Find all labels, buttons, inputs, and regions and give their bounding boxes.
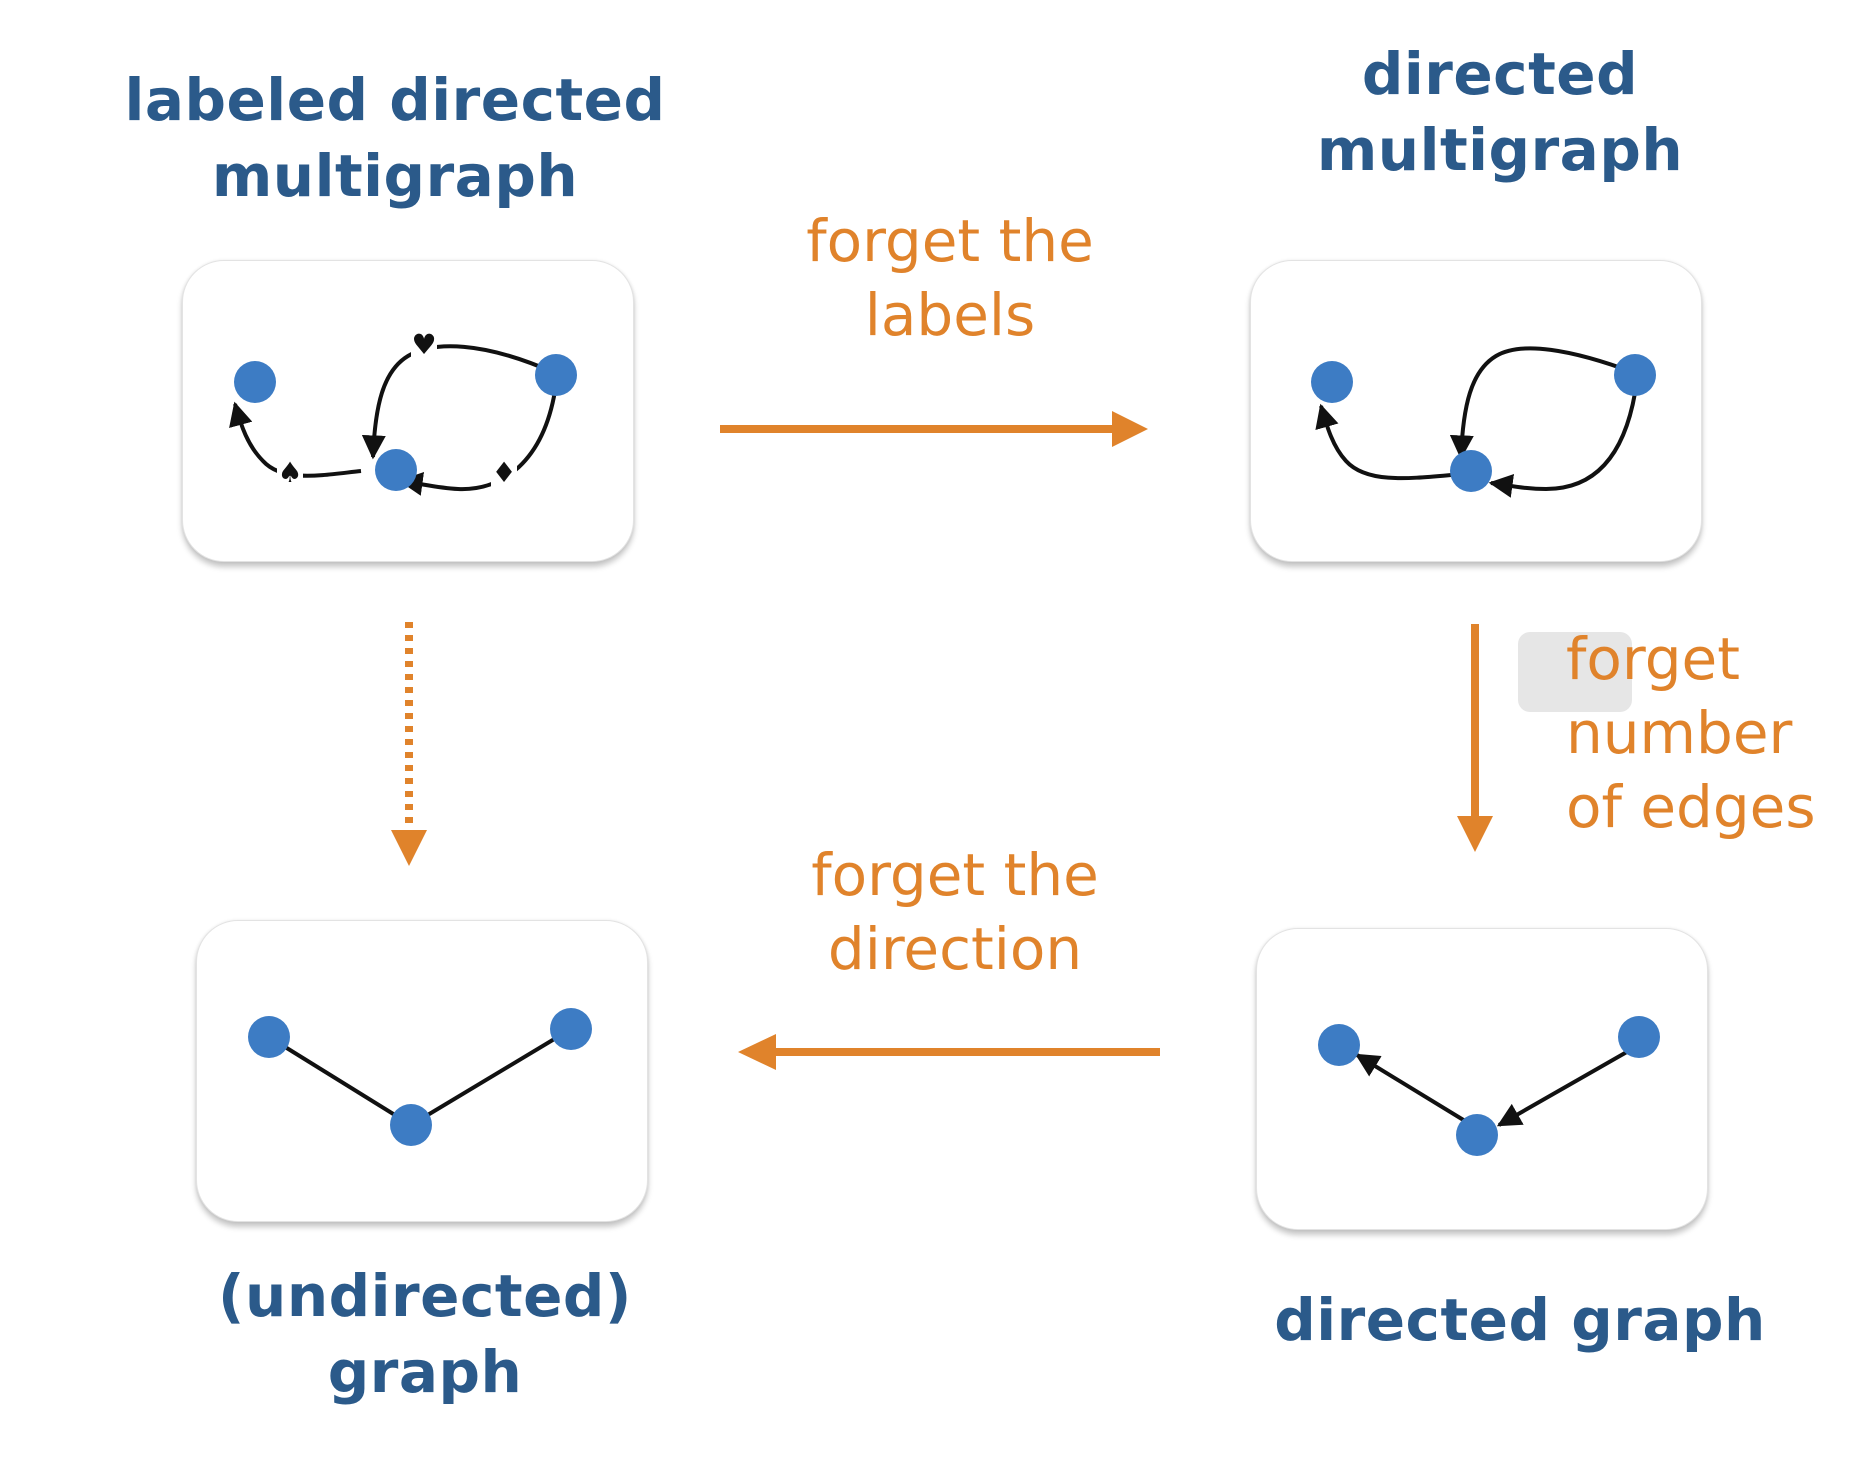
label-bg-diamond [491,457,517,487]
node-left [248,1016,290,1058]
arrow-forget-edges-head [1457,816,1493,852]
label-forget-direction: forget the direction [760,838,1150,986]
graph-undirected [248,1008,592,1146]
title-line-1: (undirected) [218,1262,632,1330]
edge-upper [1449,346,1636,460]
edge-label-heart-icon: ♥ [411,328,436,361]
title-directed-multigraph: directed multigraph [1250,36,1750,188]
label-line-1: forget [1566,625,1740,693]
card-directed-graph [1256,928,1708,1230]
label-line-2: number [1566,699,1793,767]
label-line-1: forget the [806,207,1094,275]
title-line-1: directed graph [1274,1286,1766,1354]
edge-spade [229,401,362,478]
node-right [1614,354,1656,396]
graph-labeled-directed-multigraph: ♥ ♠ ♦ [229,328,577,496]
card-labeled-directed-multigraph: ♥ ♠ ♦ [182,260,634,562]
edge-left [267,1035,413,1127]
node-middle [390,1104,432,1146]
node-right [550,1008,592,1050]
edge-label-diamond-icon: ♦ [491,456,516,489]
edge-to-left [1315,403,1452,481]
title-labeled-directed-multigraph: labeled directed multigraph [110,62,680,214]
title-line-2: graph [327,1338,523,1406]
node-left [1311,361,1353,403]
arrow-dotted-down-head [391,830,427,866]
label-line-3: of edges [1566,773,1816,841]
node-right [1618,1016,1660,1058]
title-undirected-graph: (undirected) graph [190,1258,660,1410]
title-line-1: directed [1361,40,1639,108]
label-line-1: forget the [811,841,1099,909]
node-left [1318,1024,1360,1066]
edge-to-middle [1496,1043,1640,1127]
card-directed-multigraph [1250,260,1702,562]
node-middle [375,449,417,491]
title-line-1: labeled directed [124,66,666,134]
node-left [234,361,276,403]
edge-heart [361,344,556,460]
graph-directed [1318,1016,1660,1156]
label-line-2: direction [827,915,1083,983]
label-bg-spade [277,457,303,487]
label-forget-number-of-edges: forget number of edges [1566,622,1846,844]
node-middle [1456,1114,1498,1156]
node-middle [1450,450,1492,492]
label-bg-heart [411,329,437,359]
arrow-forget-labels-head [1112,411,1148,447]
label-forget-labels: forget the labels [760,204,1140,352]
node-right [535,354,577,396]
edge-right [409,1027,573,1127]
edge-lower [1488,392,1637,498]
title-line-2: multigraph [1316,116,1684,184]
arrow-forget-direction-head [738,1034,776,1070]
card-undirected-graph [196,920,648,1222]
edge-diamond [398,390,557,496]
title-directed-graph: directed graph [1240,1282,1800,1358]
tooltip-background [1518,632,1632,712]
label-line-2: labels [864,281,1036,349]
edge-label-spade-icon: ♠ [277,456,302,489]
edge-to-left [1354,1053,1472,1126]
graph-directed-multigraph [1311,346,1656,498]
title-line-2: multigraph [211,142,579,210]
